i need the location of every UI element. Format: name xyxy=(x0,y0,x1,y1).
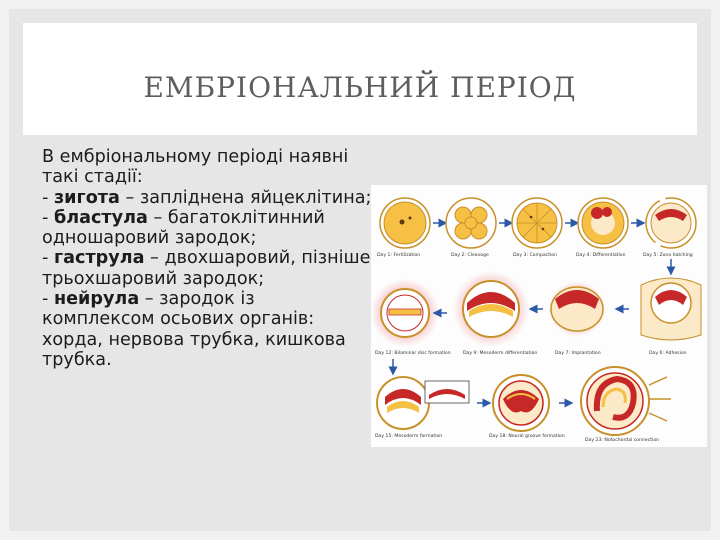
caption-day12: Day 12: Bilaminar disc formation xyxy=(375,350,451,356)
stage-blastula: - бластула – багатоклітинний одношаровий… xyxy=(42,207,325,249)
caption-day1: Day 1: Fertilization xyxy=(377,252,420,258)
stage-day1-zygote xyxy=(379,197,431,249)
stage-day9-mesoderm xyxy=(453,271,529,347)
stage-day23-notochord xyxy=(580,366,671,436)
embryo-stages-illustration: Day 1: Fertilization Day 2: Cleavage Day… xyxy=(371,197,702,443)
caption-day7: Day 7: Implantation xyxy=(555,350,601,356)
stage-day7-implantation xyxy=(549,281,605,337)
stage-day15-mesoderm-formation xyxy=(376,376,470,430)
stage-day18-neural-groove xyxy=(492,374,550,432)
caption-day9: Day 9: Mesoderm differentiation xyxy=(463,350,537,356)
caption-day2: Day 2: Cleavage xyxy=(451,252,489,258)
embryo-development-figure: Day 1: Fertilization Day 2: Cleavage Day… xyxy=(371,185,707,447)
caption-day4: Day 4: Differentiation xyxy=(576,252,626,258)
caption-day23: Day 23: Notochordal connection xyxy=(585,437,659,443)
stage-day5-hatching xyxy=(645,197,697,249)
caption-day15: Day 15: Mesoderm formation xyxy=(375,433,442,439)
stage-neurula: - нейрула – зародок із комплексом осьови… xyxy=(42,289,346,370)
stage-day6-adhesion xyxy=(640,277,702,341)
caption-day6: Day 6: Adhesion xyxy=(649,350,687,356)
stage-day4-differentiation xyxy=(577,197,629,249)
caption-day5: Day 5: Zona hatching xyxy=(643,252,693,258)
stage-day2-cleavage xyxy=(445,197,497,249)
slide-title: ЕМБРІОНАЛЬНИЙ ПЕРІОД xyxy=(143,71,577,104)
caption-day18: Day 18: Neural groove formation xyxy=(489,433,565,439)
caption-day3: Day 3: Compaction xyxy=(513,252,557,258)
slide-body-text: В ембріональному періоді наявні такі ста… xyxy=(42,147,372,370)
stage-day3-compaction xyxy=(511,197,563,249)
title-box: ЕМБРІОНАЛЬНИЙ ПЕРІОД xyxy=(23,23,697,135)
stage-zygote: - зигота – запліднена яйцеклітина; xyxy=(42,187,372,208)
body-intro: В ембріональному періоді наявні такі ста… xyxy=(42,147,349,188)
slide: ЕМБРІОНАЛЬНИЙ ПЕРІОД В ембріональному пе… xyxy=(9,9,711,531)
stage-day12-bilaminar xyxy=(371,279,439,347)
stage-gastrula: - гаструла – двохшаровий, пізніше трьохш… xyxy=(42,248,371,289)
